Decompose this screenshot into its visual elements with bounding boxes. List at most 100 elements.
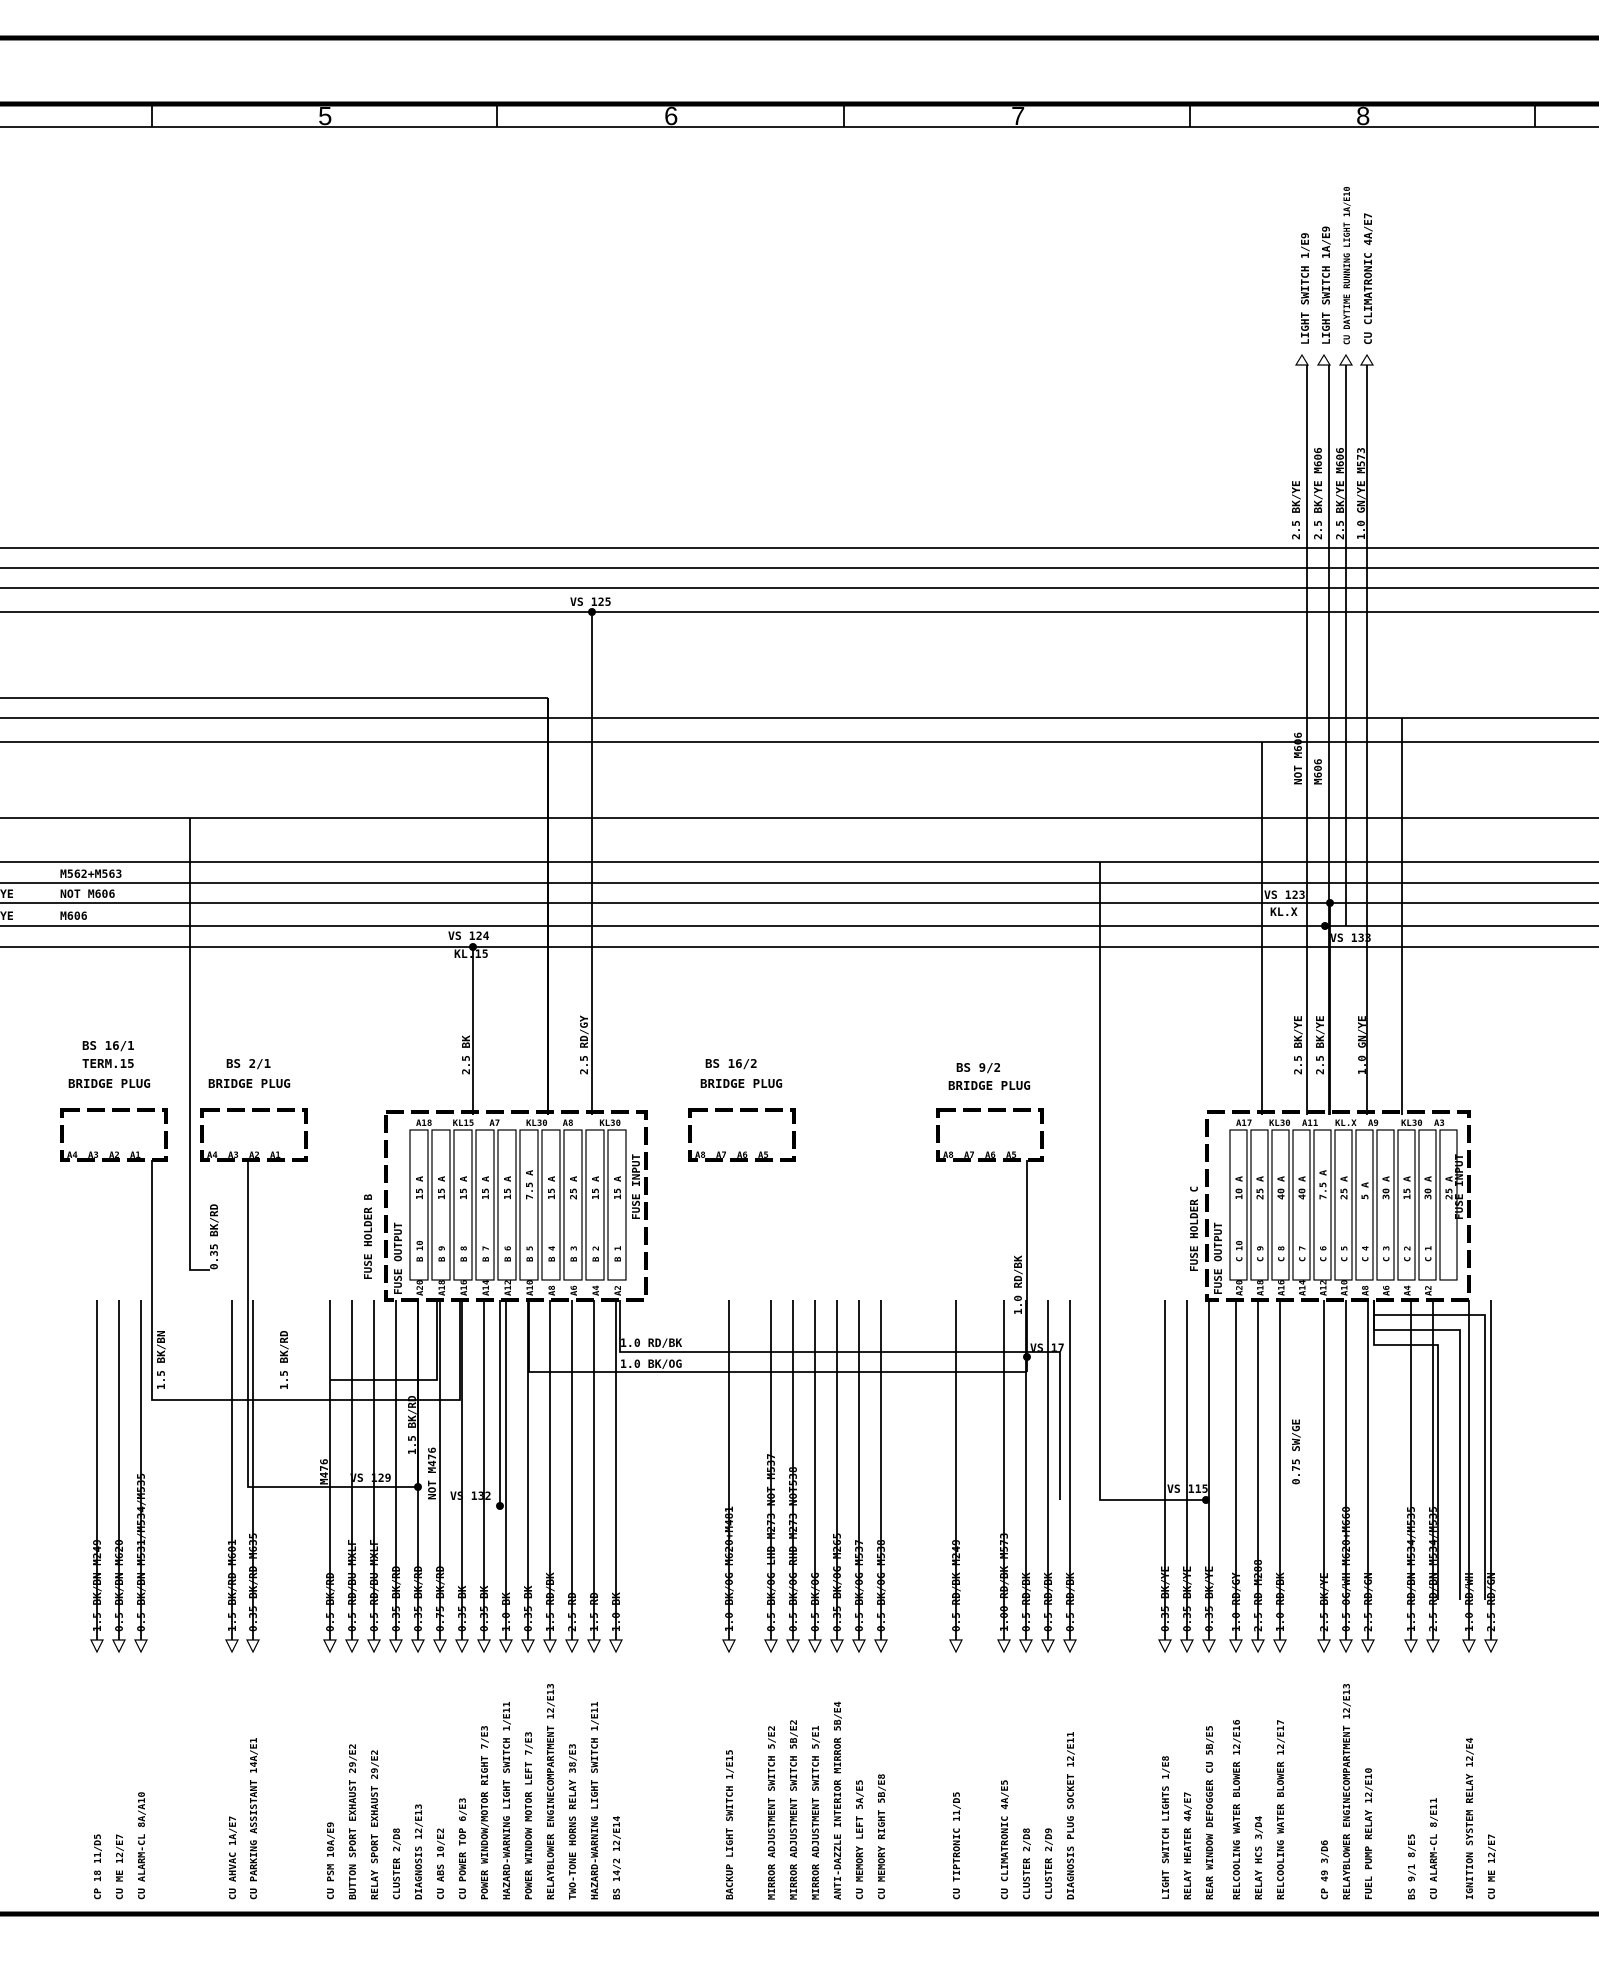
output-wire-label: 2.5 RD/GN <box>1362 1572 1375 1632</box>
arrow-icon <box>521 1639 535 1654</box>
arrow-icon <box>997 1639 1011 1654</box>
output-destination: BUTTON SPORT EXHAUST 29/E2 <box>348 1743 359 1900</box>
fuse-slot: C 2 <box>1404 1246 1414 1262</box>
wire-label: 2.5 BK <box>460 1035 473 1075</box>
fuse-slot: B 7 <box>482 1246 492 1262</box>
output-destination: ANTI-DAZZLE INTERIOR MIRROR 5B/E4 <box>833 1701 844 1900</box>
output-destination: REAR WINDOW DEFOGGER CU 5B/E5 <box>1205 1725 1216 1900</box>
output-destination: MIRROR ADJUSTMENT SWITCH 5/E1 <box>811 1725 822 1900</box>
svg-text:BS 2/1: BS 2/1 <box>226 1056 271 1071</box>
node-label: VS 133 <box>1330 931 1372 945</box>
svg-text:A1: A1 <box>130 1151 141 1161</box>
fuse-slot: C 1 <box>1425 1246 1435 1262</box>
output-wire-label: 0.35 BK <box>478 1585 491 1632</box>
top-connector-label: LIGHT SWITCH 1A/E9 <box>1320 226 1333 345</box>
svg-text:A5: A5 <box>1006 1151 1017 1161</box>
fuse-slot: C 5 <box>1341 1246 1351 1262</box>
arrow-icon <box>1426 1639 1440 1654</box>
column-number-8: 8 <box>1356 101 1370 131</box>
fuse-slot: B 10 <box>416 1240 426 1262</box>
trunk-wires <box>189 365 1403 1501</box>
output-destination: CLUSTER 2/D8 <box>392 1828 403 1900</box>
svg-text:A1: A1 <box>270 1151 281 1161</box>
fuse-rating: 7.5 A <box>525 1170 536 1200</box>
svg-text:A2: A2 <box>109 1151 120 1161</box>
fuse-slot: C 7 <box>1299 1246 1309 1262</box>
output-destination: CP 49 3/D6 <box>1320 1840 1331 1900</box>
output-destination: POWER WINDOW MOTOR LEFT 7/E3 <box>524 1731 535 1900</box>
arrow-icon <box>808 1639 822 1654</box>
output-wire-label: 1.5 BK/RD M601 <box>226 1539 239 1632</box>
fuse-out-pin: A4 <box>1404 1285 1414 1296</box>
bus-note: M606 <box>1312 758 1325 785</box>
output-wire-label: 0.35 BK <box>456 1585 469 1632</box>
svg-text:A8: A8 <box>695 1151 706 1161</box>
fuse-top-pin: A3 <box>1434 1119 1445 1129</box>
output-wire-label: 1.0 RD/GY <box>1230 1572 1243 1632</box>
output-wire-label: 0.5 BK/OG LHD M273 NOT M537 <box>765 1453 778 1632</box>
wire-label: 1.5 BK/RD <box>278 1330 291 1390</box>
arrow-icon <box>389 1639 403 1654</box>
output-wire-label: 1.0 BK/OG M620+M481 <box>723 1506 736 1632</box>
fuse-slot: C 6 <box>1320 1246 1330 1262</box>
output-wire-label: 0.35 BK/RD M635 <box>247 1533 260 1632</box>
fuse-cell <box>1397 1129 1416 1281</box>
fuse-holder-c: FUSE HOLDER C FUSE OUTPUT FUSE INPUT 10 … <box>1188 1110 1471 1302</box>
fuse-cell <box>1418 1129 1437 1281</box>
fuse-rating: 25 A <box>1445 1176 1456 1200</box>
svg-text:FUSE OUTPUT: FUSE OUTPUT <box>392 1222 405 1295</box>
output-wire-label: 2.5 RD/GN <box>1485 1572 1498 1632</box>
wire-label: 2.5 RD/GY <box>578 1015 591 1075</box>
fuse-rating: 30 A <box>1424 1176 1435 1200</box>
output-wire-label: 0.35 BK/YE <box>1159 1566 1172 1632</box>
fuse-cell <box>453 1129 473 1281</box>
node-label: KL.15 <box>454 947 489 961</box>
fuse-top-pin: KL30 <box>526 1119 548 1129</box>
fuse-cell <box>541 1129 561 1281</box>
fuse-rating: 15 A <box>415 1176 426 1200</box>
node-label: VS 132 <box>450 1489 492 1503</box>
arrow-icon <box>786 1639 800 1654</box>
bus-note: M562+M563 <box>60 867 122 881</box>
fuse-out-pin: A8 <box>1362 1285 1372 1296</box>
wire-label: M476 <box>318 1458 331 1485</box>
fuse-out-pin: A6 <box>570 1285 580 1296</box>
output-wire-label: 0.5 BK/OG <box>809 1572 822 1632</box>
fuse-rating: 30 A <box>1382 1176 1393 1200</box>
fuse-out-pin: A12 <box>1320 1280 1330 1296</box>
fuse-top-pin: A9 <box>1368 1119 1379 1129</box>
arrow-icon <box>1041 1639 1055 1654</box>
output-wire-label: 1.00 RD/BK M573 <box>998 1533 1011 1632</box>
junctions <box>414 608 1334 1510</box>
output-destination: CLUSTER 2/D8 <box>1022 1828 1033 1900</box>
output-destination: IGNITION SYSTEM RELAY 12/E4 <box>1465 1737 1476 1900</box>
output-destination: HAZARD-WARNING LIGHT SWITCH 1/E11 <box>502 1701 513 1900</box>
arrow-icon <box>852 1639 866 1654</box>
arrow-icon <box>1404 1639 1418 1654</box>
fuse-cell <box>475 1129 495 1281</box>
output-destination: CU ALARM-CL 8A/A10 <box>137 1792 148 1900</box>
output-wire-label: 0.5 BK/OG RHD M273 NOT538 <box>787 1466 800 1632</box>
output-wire-label: 0.35 BK/RD <box>412 1565 425 1632</box>
svg-text:FUSE OUTPUT: FUSE OUTPUT <box>1212 1222 1225 1295</box>
svg-text:BS 16/1: BS 16/1 <box>82 1038 135 1053</box>
arrow-icon <box>1339 1639 1353 1654</box>
output-destination: RELCOOLING WATER BLOWER 12/E17 <box>1276 1719 1287 1900</box>
fuse-cell <box>1229 1129 1248 1281</box>
fuse-cell <box>1355 1129 1374 1281</box>
arrow-icon <box>764 1639 778 1654</box>
svg-text:A2: A2 <box>249 1151 260 1161</box>
output-wire-label: 2.5 RD/BN M534/M535 <box>1427 1506 1440 1632</box>
output-destination: RELAYBLOWER ENGINECOMPARTMENT 12/E13 <box>1342 1683 1353 1900</box>
fuse-rating: 15 A <box>613 1176 624 1200</box>
arrow-icon <box>477 1639 491 1654</box>
arrow-icon <box>499 1639 513 1654</box>
arrow-icon <box>1202 1639 1216 1654</box>
fuse-out-pin: A12 <box>504 1280 514 1296</box>
fuse-cell <box>1313 1129 1332 1281</box>
output-wire-label: 1.5 RD/BK <box>544 1572 557 1632</box>
output-destination: POWER WINDOW/MOTOR RIGHT 7/E3 <box>480 1725 491 1900</box>
wire-label: NOT M476 <box>426 1447 439 1500</box>
fuse-rating: 25 A <box>569 1176 580 1200</box>
top-connector-label: CU DAYTIME RUNNING LIGHT 1A/E10 <box>1343 186 1353 345</box>
